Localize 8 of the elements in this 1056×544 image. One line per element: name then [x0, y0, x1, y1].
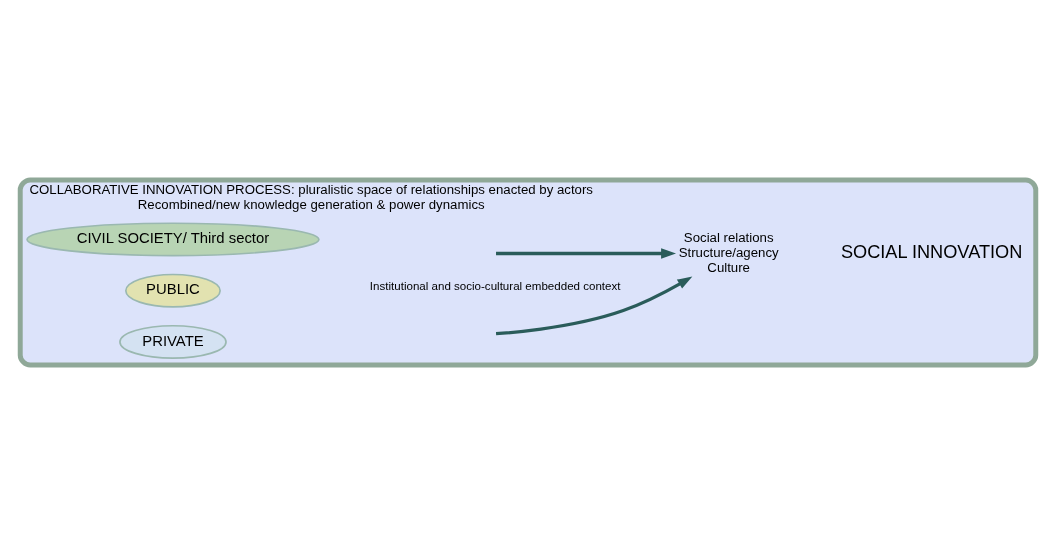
- node-ellipse: CIVIL SOCIETY/ Third sector: [26, 221, 320, 256]
- node-ellipse: PRIVATE: [119, 324, 227, 359]
- node-text: Social relations Structure/agency Culture: [678, 229, 779, 275]
- label: Institutional and socio-cultural embedded context: [369, 279, 621, 292]
- arrow: [495, 276, 693, 335]
- node-ellipse: PUBLIC: [125, 273, 221, 308]
- node-text: SOCIAL INNOVATION: [840, 241, 1023, 262]
- arrow: [496, 247, 677, 259]
